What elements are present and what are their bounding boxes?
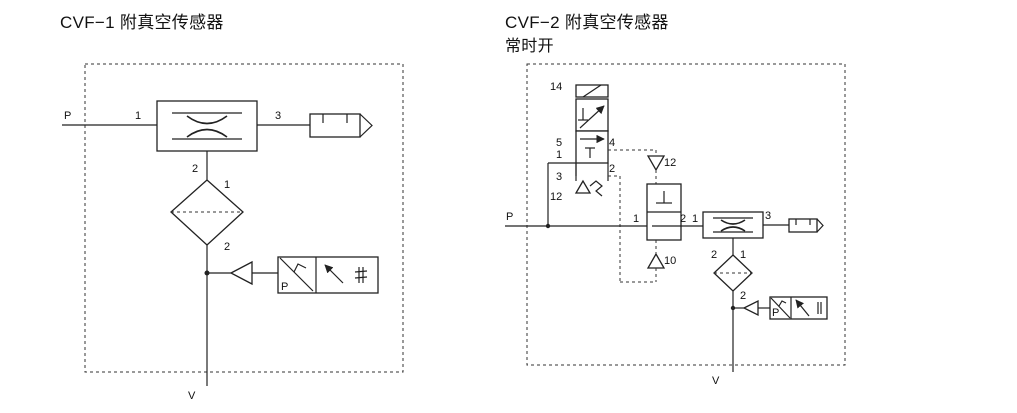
cvf2-port-3: 3 [765,210,771,222]
cvf1-port-p: P [64,110,71,122]
cvf2-solenoid-valve [574,84,609,197]
cvf2-supply-junction [545,223,551,229]
cvf2-pilot-triangle [574,179,592,194]
cvf1-silencer [309,113,373,138]
cvf2-valve-port-3: 3 [556,171,562,183]
left-diagram-title: CVF−1 附真空传感器 [60,13,224,32]
cvf1-sensor-port-triangle [229,260,253,286]
cvf1-filter [170,179,244,246]
cvf2-diagram: 14 5 4 1 2 3 12 P [505,63,846,387]
cvf1-port-3: 3 [275,110,281,122]
cvf2-pilot-port-10: 10 [664,255,676,267]
cvf2-pilot-valve [646,150,682,282]
cvf2-port-p: P [506,211,513,223]
cvf1-port-v: V [188,390,196,402]
right-diagram-subtitle: 常时开 [505,38,554,55]
cvf1-filter-port-1: 1 [224,179,230,191]
cvf2-pilot-port-2: 2 [680,213,686,225]
right-diagram-title: CVF−2 附真空传感器 [505,13,669,32]
cvf2-valve-port-4: 4 [609,137,615,149]
cvf2-filter [713,254,753,292]
cvf1-boundary [84,63,404,373]
cvf1-port-1: 1 [135,110,141,122]
cvf2-valve-port-5: 5 [556,137,562,149]
cvf1-filter-port-2: 2 [224,241,230,253]
cvf2-filter-port-1: 1 [740,249,746,261]
cvf2-port-1: 1 [692,213,698,225]
cvf2-valve-port-14: 14 [550,81,562,93]
cvf2-port-2: 2 [711,249,717,261]
cvf2-pilot-port-1: 1 [633,213,639,225]
cvf2-ejector [702,211,764,239]
cvf1-vacuum-sensor [277,256,379,294]
cvf2-pilot-12-triangle [646,155,666,172]
cvf2-vacuum-sensor [769,296,828,320]
cvf2-sensor-port-triangle [742,299,759,317]
cvf2-boundary [526,63,846,366]
cvf2-sensor-port-p: P [772,307,779,319]
cvf2-port-v: V [712,375,720,387]
cvf2-pilot-port-12: 12 [664,157,676,169]
cvf2-silencer [788,218,824,233]
cvf2-pilot-10-triangle [646,252,666,269]
cvf1-sensor-port-p: P [281,281,288,293]
cvf1-ejector [156,100,258,152]
cvf1-diagram: P 1 3 2 1 2 V [62,63,404,402]
cvf2-filter-port-2: 2 [740,290,746,302]
cvf1-port-2: 2 [192,163,198,175]
cvf2-valve-port-12: 12 [550,191,562,203]
cvf2-valve-port-2: 2 [609,163,615,175]
cvf2-valve-port-1: 1 [556,149,562,161]
